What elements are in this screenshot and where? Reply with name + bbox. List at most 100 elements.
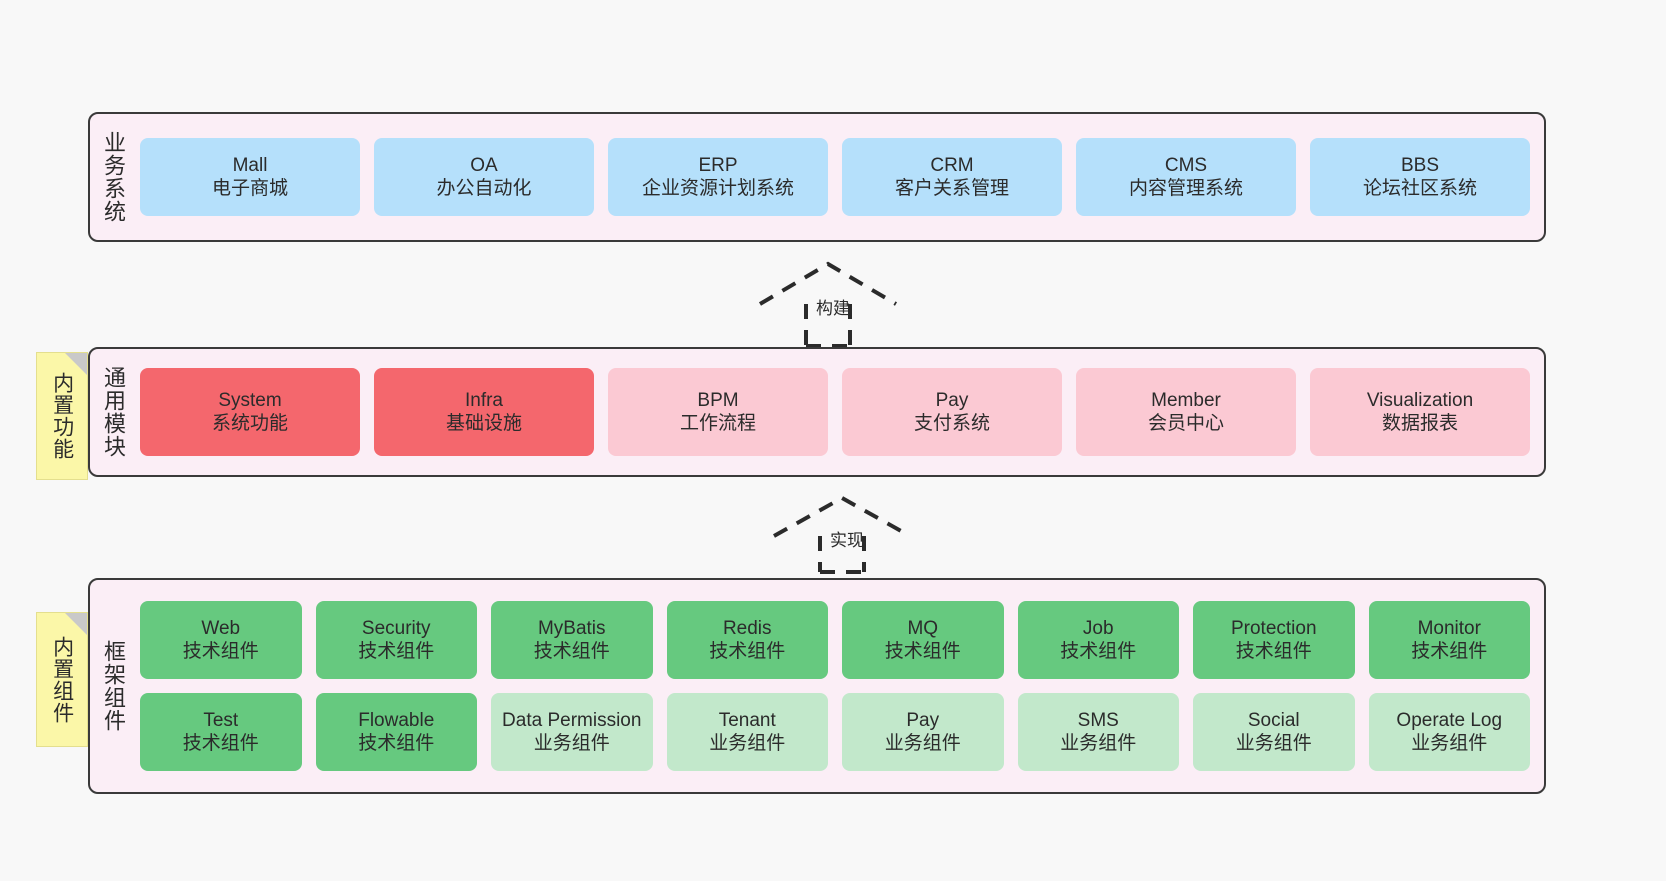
node-label-en: Social [1247,709,1300,731]
node-label-en: CRM [930,154,974,176]
node-label-cn: 内容管理系统 [1128,178,1243,199]
node-label-cn: 技术组件 [1411,641,1488,662]
node-label-cn: 技术组件 [358,641,435,662]
node-label-cn: 系统功能 [211,413,288,434]
layer-common-modules-title: 通用模块 [100,366,126,458]
node-label-en: Web [201,617,241,639]
node-label-en: OA [470,154,498,176]
layer-framework-components-title: 框架组件 [100,640,126,732]
node-label-cn: 业务组件 [1411,733,1488,754]
node-label-en: Mall [232,154,268,176]
node-label-cn: 工作流程 [679,413,756,434]
node-label-cn: 业务组件 [1235,733,1312,754]
sticky-note-builtin-components: 内置组件 [36,612,88,747]
node-label-en: Infra [464,389,504,411]
node-label-cn: 业务组件 [709,733,786,754]
sticky-note-builtin-features-label: 内置功能 [50,372,74,460]
build-arrowhead [758,261,898,306]
node-label-cn: 电子商城 [211,178,288,199]
sticky-note-builtin-components-label: 内置组件 [50,635,74,724]
connector-build-label: 构建 [816,299,850,318]
node-label-en: Tenant [718,709,776,731]
build-stem [804,304,852,348]
node-label-en: Job [1082,617,1114,639]
node-label-cn: 企业资源计划系统 [641,178,794,199]
implement-stem [818,536,866,574]
connector-build: 构建 [756,258,901,348]
node-label-en: Test [203,709,239,731]
node-label-en: Protection [1230,617,1317,639]
node-label-cn: 技术组件 [182,641,259,662]
sticky-fold-icon [65,613,87,635]
node-label-en: MyBatis [537,617,606,639]
node-label-cn: 技术组件 [358,733,435,754]
node-label-en: SMS [1077,709,1119,731]
node-label-en: MQ [907,617,939,639]
node-label-en: Security [361,617,431,639]
layer-business-title: 业务系统 [100,131,126,223]
node-label-en: Operate Log [1396,709,1503,731]
node-label-en: Flowable [358,709,435,731]
node-label-cn: 业务组件 [1060,733,1137,754]
node-label-en: System [218,389,282,411]
node-label-en: Pay [906,709,940,731]
node-label-cn: 数据报表 [1381,413,1458,434]
node-label-en: Pay [935,389,969,411]
sticky-fold-icon [65,353,87,375]
node-label-cn: 技术组件 [884,641,961,662]
node-label-cn: 论坛社区系统 [1362,178,1477,199]
node-label-cn: 技术组件 [709,641,786,662]
node-label-cn: 会员中心 [1147,413,1224,434]
connector-implement-label: 实现 [830,531,864,550]
node-label-cn: 客户关系管理 [894,178,1009,199]
node-label-cn: 技术组件 [533,641,610,662]
node-label-en: Visualization [1366,389,1474,411]
node-label-cn: 技术组件 [1060,641,1137,662]
node-label-cn: 技术组件 [182,733,259,754]
node-label-en: CMS [1164,154,1208,176]
connector-implement: 实现 [770,492,915,574]
node-label-en: Monitor [1417,617,1481,639]
node-label-cn: 基础设施 [445,413,522,434]
node-label-en: BBS [1400,154,1440,176]
node-label-en: Data Permission [502,709,642,731]
node-label-en: ERP [698,154,738,176]
node-label-cn: 支付系统 [913,413,990,434]
